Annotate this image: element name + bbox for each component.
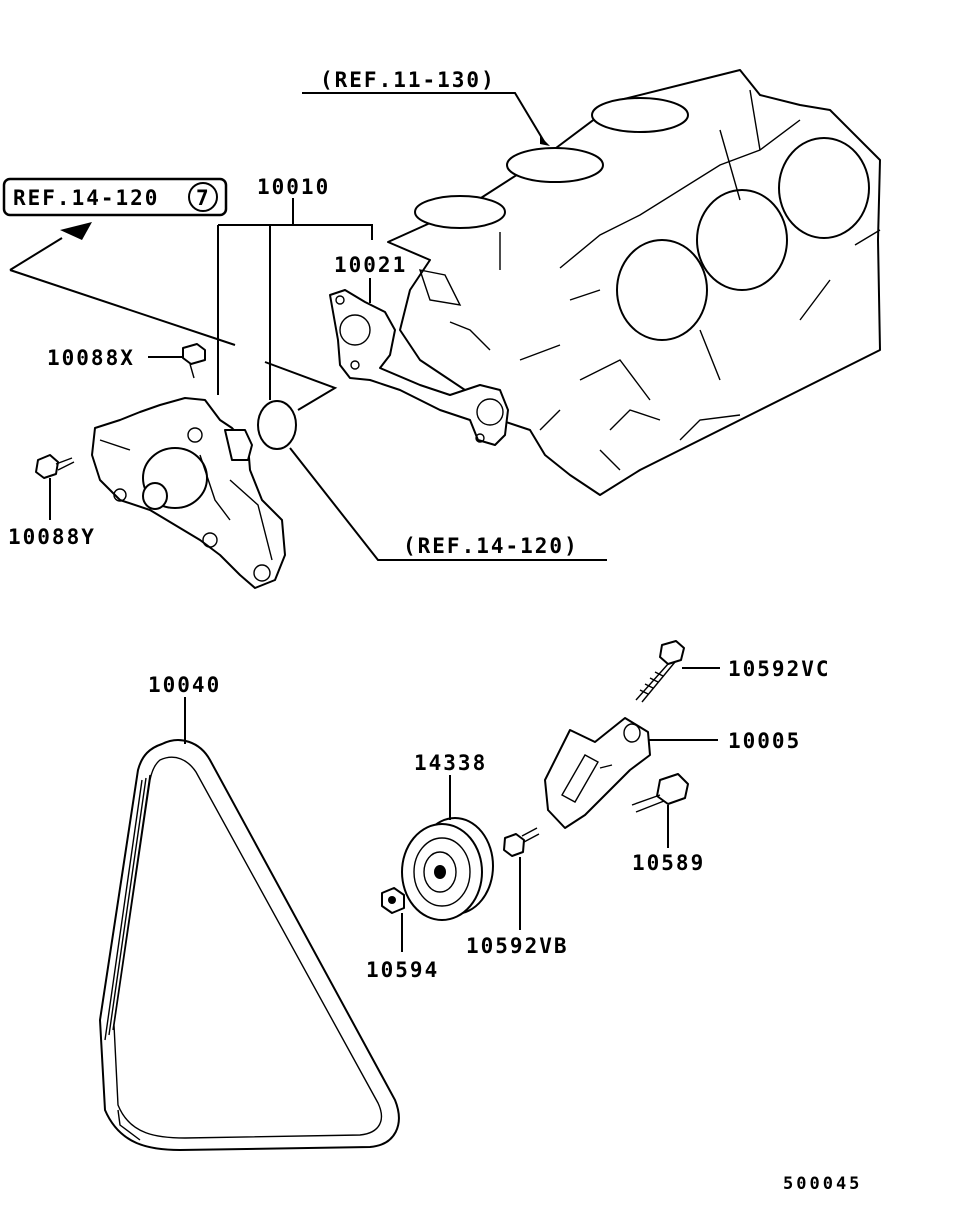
bolt-10592vb-icon <box>503 827 540 857</box>
part-label-10010[interactable]: 10010 <box>257 175 330 199</box>
ref-14-120-circle-number: 7 <box>196 186 211 210</box>
bolt-10088y-icon <box>35 454 75 479</box>
part-label-10088x[interactable]: 10088X <box>47 346 135 370</box>
gasket-illustration <box>329 289 509 446</box>
part-label-10005[interactable]: 10005 <box>728 729 801 753</box>
nut-10594-icon <box>381 887 405 914</box>
water-pump-illustration <box>91 397 286 589</box>
ref-14-120-label[interactable]: (REF.14-120) <box>403 534 579 558</box>
part-label-10021[interactable]: 10021 <box>334 253 407 277</box>
drive-belt-illustration <box>98 739 400 1152</box>
bolt-10589-icon <box>631 773 689 813</box>
ref-14-120-boxed-callout[interactable]: REF.14-120 7 <box>2 177 228 217</box>
part-label-10040[interactable]: 10040 <box>148 673 221 697</box>
engine-block-illustration <box>387 69 881 496</box>
part-label-10088y[interactable]: 10088Y <box>8 525 96 549</box>
part-label-10592vb[interactable]: 10592VB <box>466 934 569 958</box>
part-label-10589[interactable]: 10589 <box>632 851 705 875</box>
bolt-10088x-icon <box>182 343 206 379</box>
bolt-10592vc-icon <box>635 640 685 703</box>
o-ring-illustration <box>257 400 297 450</box>
ref-11-130-label[interactable]: (REF.11-130) <box>320 68 496 92</box>
tensioner-bracket-illustration <box>544 717 651 829</box>
ref-14-120-boxed-label: REF.14-120 <box>13 186 159 210</box>
part-label-10592vc[interactable]: 10592VC <box>728 657 831 681</box>
part-label-10594[interactable]: 10594 <box>366 958 439 982</box>
part-label-14338[interactable]: 14338 <box>414 751 487 775</box>
diagram-number: 500045 <box>783 1174 862 1194</box>
idler-pulley-illustration <box>401 817 494 921</box>
leader-lines <box>9 92 720 952</box>
